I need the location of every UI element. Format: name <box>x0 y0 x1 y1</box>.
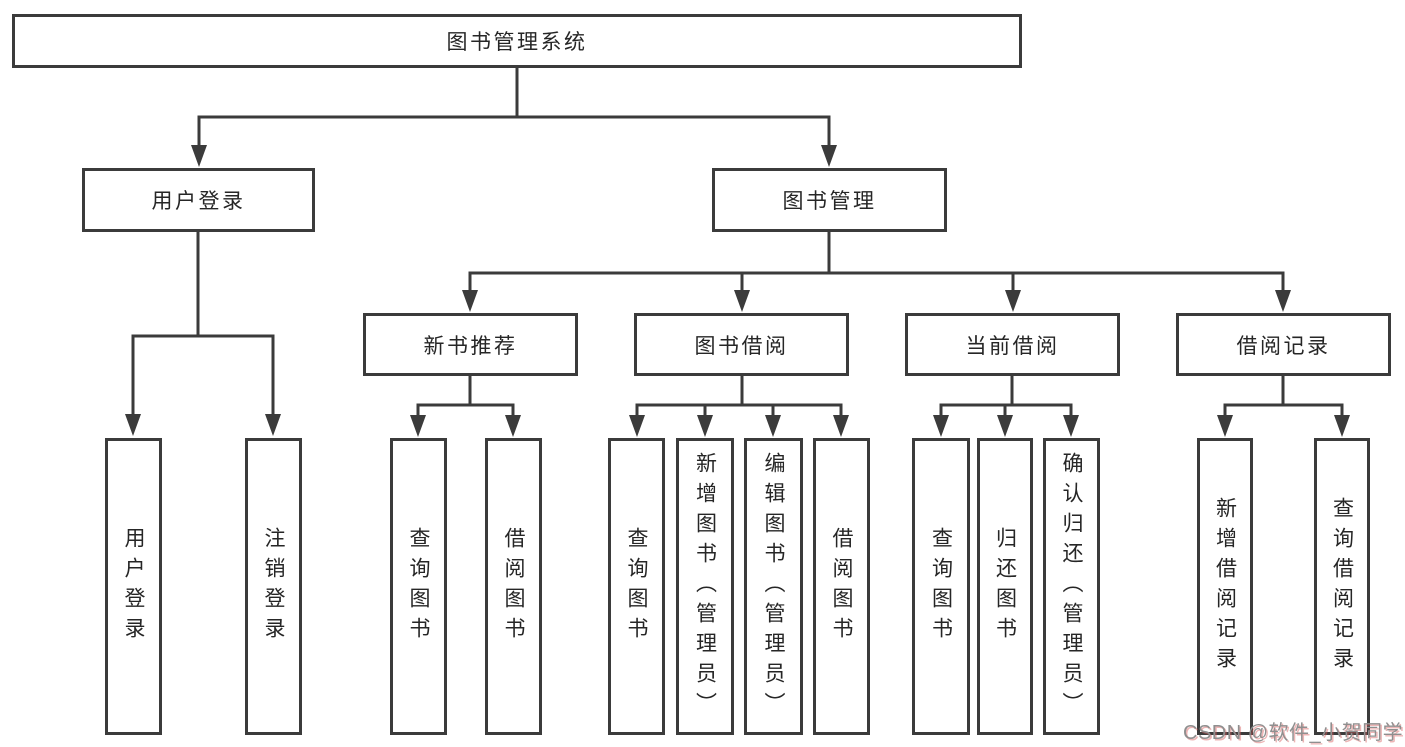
node-label: 借阅记录 <box>1236 334 1331 358</box>
node-label: 用户登录 <box>151 190 246 213</box>
leaf-add-borrow-record: 新增借阅记录 <box>1197 438 1253 735</box>
node-book-borrowing: 图书借阅 <box>634 313 849 376</box>
leaf-user-login: 用户登录 <box>105 438 162 735</box>
node-label: 新增图书（管理员） <box>693 451 717 722</box>
node-label: 查询图书 <box>625 526 648 647</box>
node-borrowing-records: 借阅记录 <box>1176 313 1391 376</box>
node-label: 注销登录 <box>262 526 285 647</box>
leaf-edit-book-admin: 编辑图书（管理员） <box>744 438 803 735</box>
leaf-confirm-return-admin: 确认归还（管理员） <box>1043 438 1100 735</box>
leaf-query-borrow-record: 查询借阅记录 <box>1314 438 1370 735</box>
node-label: 当前借阅 <box>965 334 1060 358</box>
leaf-add-book-admin: 新增图书（管理员） <box>676 438 734 735</box>
node-label: 用户登录 <box>122 526 145 647</box>
node-label: 新书推荐 <box>423 334 518 358</box>
node-label: 归还图书 <box>993 526 1017 647</box>
node-label: 查询图书 <box>929 526 953 647</box>
node-book-management: 图书管理 <box>712 168 947 232</box>
node-label: 借阅图书 <box>830 526 853 647</box>
leaf-borrow-books-recommend: 借阅图书 <box>485 438 542 735</box>
leaf-logout: 注销登录 <box>245 438 302 735</box>
leaf-query-books-recommend: 查询图书 <box>390 438 447 735</box>
node-label: 新增借阅记录 <box>1213 496 1237 677</box>
node-label: 编辑图书（管理员） <box>762 451 785 722</box>
leaf-query-books-current: 查询图书 <box>912 438 970 735</box>
node-label: 确认归还（管理员） <box>1060 451 1083 722</box>
node-current-borrowing: 当前借阅 <box>905 313 1120 376</box>
node-user-login: 用户登录 <box>82 168 315 232</box>
node-label: 查询图书 <box>407 526 430 647</box>
leaf-return-books: 归还图书 <box>977 438 1033 735</box>
node-library-system: 图书管理系统 <box>12 14 1022 68</box>
node-label: 图书借阅 <box>694 334 789 358</box>
node-label: 查询借阅记录 <box>1330 496 1354 677</box>
node-new-book-recommendation: 新书推荐 <box>363 313 578 376</box>
arrowheads <box>125 145 1350 437</box>
connector-lines <box>131 68 1344 420</box>
node-label: 图书管理 <box>782 190 877 213</box>
node-label: 图书管理系统 <box>446 31 588 54</box>
leaf-borrow-books: 借阅图书 <box>813 438 870 735</box>
leaf-query-books-borrow: 查询图书 <box>608 438 665 735</box>
node-label: 借阅图书 <box>502 526 525 647</box>
csdn-watermark: CSDN @软件_小贺同学 <box>1183 722 1404 744</box>
